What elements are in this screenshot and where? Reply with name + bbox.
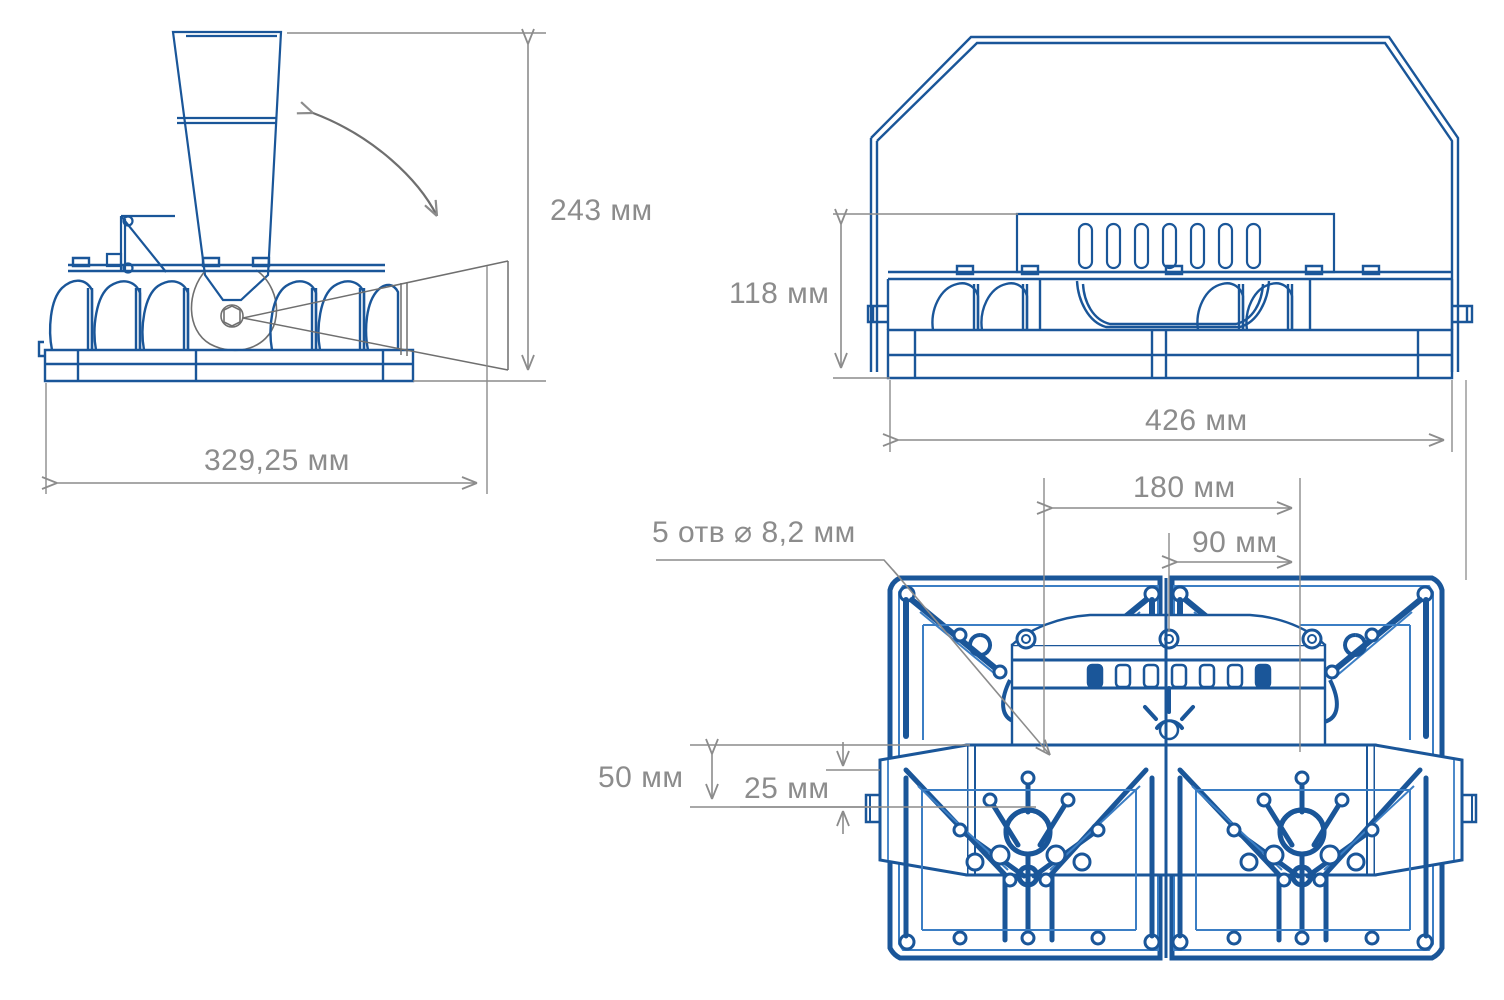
mounting-bracket-front [869, 35, 1460, 372]
dimension-90-label: 90 мм [1192, 526, 1277, 559]
dimension-25-label: 25 мм [744, 772, 829, 805]
mounting-bracket-bottom [864, 743, 1478, 877]
dimension-25: 25 мм [740, 742, 880, 834]
dimension-180: 180 мм [1036, 471, 1301, 752]
dimension-243-label: 243 мм [550, 194, 653, 227]
dimension-426: 426 мм [882, 380, 1453, 452]
dimension-50-label: 50 мм [598, 761, 683, 794]
dimension-50: 50 мм [598, 738, 1036, 808]
callout-holes: 5 отв ⌀ 8,2 мм [652, 516, 1051, 756]
mounting-bracket-side [171, 30, 283, 302]
bottom-corner-nodes [898, 585, 1434, 951]
side-view-group: 243 мм 329,25 мм [37, 28, 653, 494]
pivot-yoke-side [190, 269, 278, 352]
driver-housing-front [1015, 212, 1336, 274]
dimension-118: 118 мм [729, 208, 1018, 379]
bottom-view-group: 5 отв ⌀ 8,2 мм 180 мм 90 мм 50 мм [598, 380, 1478, 961]
dimension-329-label: 329,25 мм [204, 444, 350, 477]
dimension-426-label: 426 мм [1145, 404, 1248, 437]
tilt-rotation-arrow [313, 113, 437, 216]
luminaire-body-front [866, 264, 1474, 380]
bracket-linkage-side [105, 214, 175, 274]
front-view-group: 118 мм 426 мм [729, 35, 1474, 452]
dimension-329: 329,25 мм [41, 266, 488, 494]
callout-holes-label: 5 отв ⌀ 8,2 мм [652, 516, 856, 549]
lens-nodes-left [952, 770, 1106, 946]
dimension-118-label: 118 мм [729, 277, 829, 310]
driver-tray-bottom [1010, 613, 1327, 747]
vent-slots-bottom [1086, 663, 1272, 689]
luminaire-body-side [37, 256, 415, 383]
dimension-180-label: 180 мм [1133, 471, 1236, 504]
vent-slots-front [1077, 222, 1262, 270]
light-beam-cone-side [242, 260, 509, 371]
lens-nodes-right [1226, 770, 1380, 946]
dimension-90: 90 мм [1161, 526, 1293, 632]
dimension-243: 243 мм [287, 28, 653, 382]
